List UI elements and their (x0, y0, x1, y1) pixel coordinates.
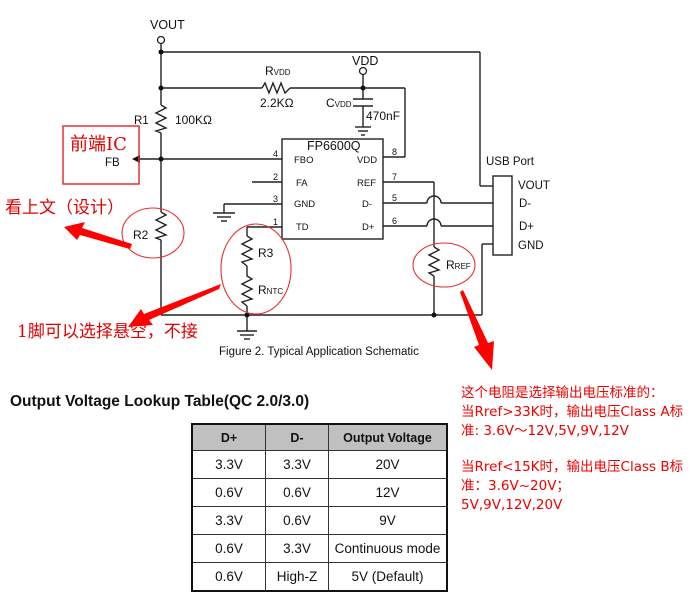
rvdd-label: RVDD (265, 64, 291, 78)
table-cell: Continuous mode (328, 534, 448, 563)
vout-label: VOUT (150, 18, 185, 32)
table-row: 3.3V 3.3V 20V (191, 450, 448, 479)
ground-icon-cvdd (355, 126, 371, 136)
ground-icon-gnd-pin (213, 212, 235, 222)
fb-arrow-icon (132, 155, 140, 163)
table-row: 3.3V 0.6V 9V (191, 506, 448, 535)
junction-dots (158, 49, 437, 318)
table-cell: 0.6V (191, 534, 266, 563)
r1-label: R1 (134, 115, 149, 127)
note-line: 当Rref>33K时，输出电压Class A标准: 3.6V～12V,5V,9V… (461, 404, 684, 439)
table-cell: 3.3V (265, 450, 329, 479)
rntc-label: RNTC (258, 283, 283, 297)
pin-number: 2 (273, 172, 278, 182)
table-cell: 0.6V (265, 478, 329, 507)
lookup-table-title: Output Voltage Lookup Table(QC 2.0/3.0) (10, 393, 310, 410)
cvdd-label: CVDD (326, 96, 352, 110)
rntc-resistor (240, 266, 254, 307)
r1-resistor (153, 104, 168, 134)
usb-port-title: USB Port (486, 156, 535, 168)
usb-port-connector (492, 175, 513, 256)
pin-number: 6 (392, 216, 397, 226)
usb-pin-vout: VOUT (518, 180, 550, 192)
rref-resistor (427, 246, 441, 277)
pin-number: 7 (392, 172, 397, 182)
column-header: D+ (191, 423, 266, 451)
rvdd-value: 2.2KΩ (260, 96, 294, 110)
cvdd-value: 470nF (366, 109, 400, 123)
vdd-label: VDD (352, 54, 378, 68)
arrow-icon-r2 (64, 222, 132, 249)
see-above-annotation: 看上文（设计） (5, 198, 124, 218)
note-line: 当Rref<15K时，输出电压Class B标准：3.6V~20V； (461, 459, 684, 494)
ic-fp6600q (281, 138, 384, 240)
table-cell: 3.3V (191, 450, 266, 479)
pin-number: 4 (273, 149, 278, 159)
table-row: 0.6V 3.3V Continuous mode (191, 534, 448, 563)
note-line: 5V,9V,12V,20V (461, 497, 563, 513)
note-line: 这个电阻是选择输出电压标准的： (461, 385, 664, 401)
pin-number: 1 (273, 217, 278, 227)
pin-label-ref: REF (357, 178, 376, 189)
front-ic-box (62, 125, 140, 185)
table-cell: 3.3V (265, 534, 329, 563)
r2-resistor (153, 211, 168, 241)
pin-number: 8 (392, 147, 397, 157)
rref-highlight-circle (412, 242, 476, 288)
table-cell: 5V (Default) (328, 562, 448, 592)
arrow-icon-rntc (128, 284, 221, 327)
column-header: D- (265, 423, 329, 451)
r3-rntc-highlight-circle (220, 223, 292, 315)
pin-label-fbo: FBO (294, 155, 314, 166)
ground-icon-bottom (237, 330, 257, 340)
pin-label-gnd: GND (294, 199, 315, 210)
table-cell: 0.6V (265, 506, 329, 535)
r3-label: R3 (258, 246, 274, 260)
pin-number: 3 (273, 194, 278, 204)
r1-value: 100KΩ (175, 113, 212, 127)
r2-label: R2 (133, 228, 149, 242)
column-header: Output Voltage (328, 423, 448, 451)
pin-label-dplus: D+ (362, 222, 375, 233)
rref-label: RREF (446, 258, 471, 272)
front-ic-annotation: 前端IC (70, 134, 127, 155)
table-cell: 0.6V (191, 478, 266, 507)
pin1-annotation: 1脚可以选择悬空，不接 (17, 322, 198, 342)
fb-label: FB (105, 157, 120, 169)
pin-label-vdd: VDD (357, 155, 377, 166)
usb-pin-dplus: D+ (519, 221, 534, 233)
table-row: 0.6V 0.6V 12V (191, 478, 448, 507)
figure-caption: Figure 2. Typical Application Schematic (219, 346, 419, 358)
rref-explanation-note: 这个电阻是选择输出电压标准的： 当Rref>33K时，输出电压Class A标准… (461, 384, 689, 515)
table-row: 0.6V High-Z 5V (Default) (191, 562, 448, 592)
table-header-row: D+ D- Output Voltage (191, 423, 448, 451)
ic-name: FP6600Q (307, 139, 361, 153)
pin-number: 5 (392, 193, 397, 203)
usb-pin-dminus: D- (519, 198, 531, 210)
pin-label-td: TD (296, 222, 309, 233)
cvdd-capacitor (353, 98, 373, 107)
r2-highlight-circle (121, 207, 185, 259)
vout-terminal (156, 35, 166, 45)
table-cell: 9V (328, 506, 448, 535)
pin-label-dminus: D- (362, 199, 372, 210)
table-cell: 20V (328, 450, 448, 479)
vdd-terminal (358, 66, 368, 76)
table-cell: 0.6V (191, 562, 266, 592)
table-cell: High-Z (265, 562, 329, 592)
arrow-icon-rref (460, 290, 494, 370)
table-cell: 3.3V (191, 506, 266, 535)
table-cell: 12V (328, 478, 448, 507)
usb-pin-gnd: GND (518, 240, 544, 252)
r3-resistor (240, 235, 254, 267)
wires (140, 44, 493, 330)
pin-label-fa: FA (296, 178, 308, 189)
output-voltage-lookup-table: D+ D- Output Voltage 3.3V 3.3V 20V 0.6V … (191, 423, 448, 592)
rvdd-resistor (261, 81, 291, 95)
